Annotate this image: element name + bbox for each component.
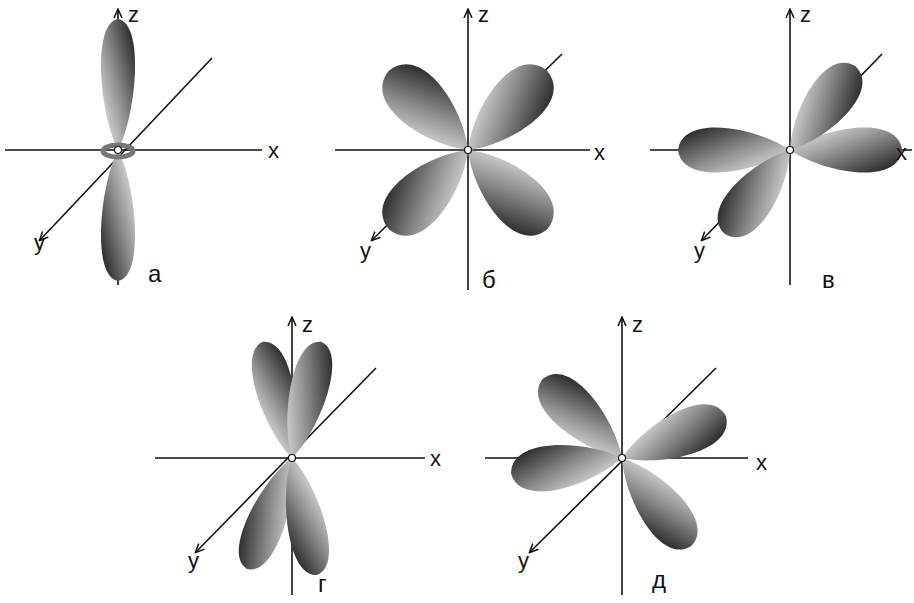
panel-letter: г bbox=[318, 572, 327, 596]
axis-label: y bbox=[188, 550, 199, 572]
panel-letter: в bbox=[822, 268, 835, 292]
axis-label: x bbox=[430, 448, 441, 470]
axis-label: x bbox=[896, 142, 907, 164]
origin-dots bbox=[115, 147, 794, 462]
axis-label: x bbox=[594, 142, 605, 164]
axis-label: y bbox=[694, 240, 705, 262]
axis-label: z bbox=[478, 4, 489, 26]
axis-label: x bbox=[756, 452, 767, 474]
axis-label: z bbox=[302, 314, 313, 336]
axis-label: y bbox=[518, 550, 529, 572]
axis-label: y bbox=[34, 232, 45, 254]
axis-label: z bbox=[128, 4, 139, 26]
axes bbox=[5, 10, 912, 595]
axis-label: x bbox=[268, 140, 279, 162]
panel-letter: д bbox=[652, 568, 666, 592]
axis-label: y bbox=[360, 240, 371, 262]
axis-label: z bbox=[800, 4, 811, 26]
orbital-lobes bbox=[101, 19, 902, 579]
panel-letter: б bbox=[482, 268, 496, 292]
panel-letter: а bbox=[148, 262, 161, 286]
axis-label: z bbox=[632, 314, 643, 336]
